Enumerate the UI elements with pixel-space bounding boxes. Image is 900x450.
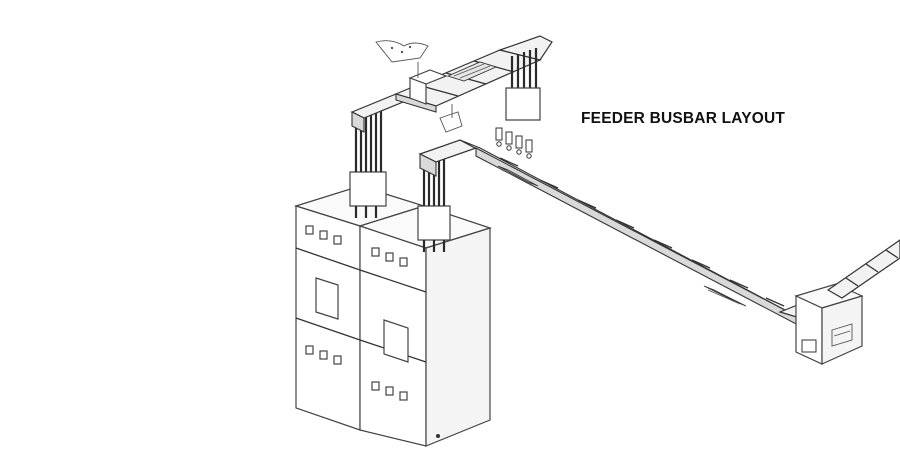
upper-busbar-duct-run <box>375 40 542 133</box>
left-vertical-busbar-riser <box>349 93 410 218</box>
rising-duct-run <box>826 239 900 299</box>
diagram-title: FEEDER BUSBAR LAYOUT <box>581 110 786 127</box>
switchboard-left-cabinet <box>293 185 427 431</box>
front-busbar-riser <box>417 139 478 252</box>
main-feeder-duct-run <box>459 139 801 327</box>
right-vertical-busbar-drop <box>495 35 553 159</box>
end-tapoff-box <box>778 283 864 365</box>
